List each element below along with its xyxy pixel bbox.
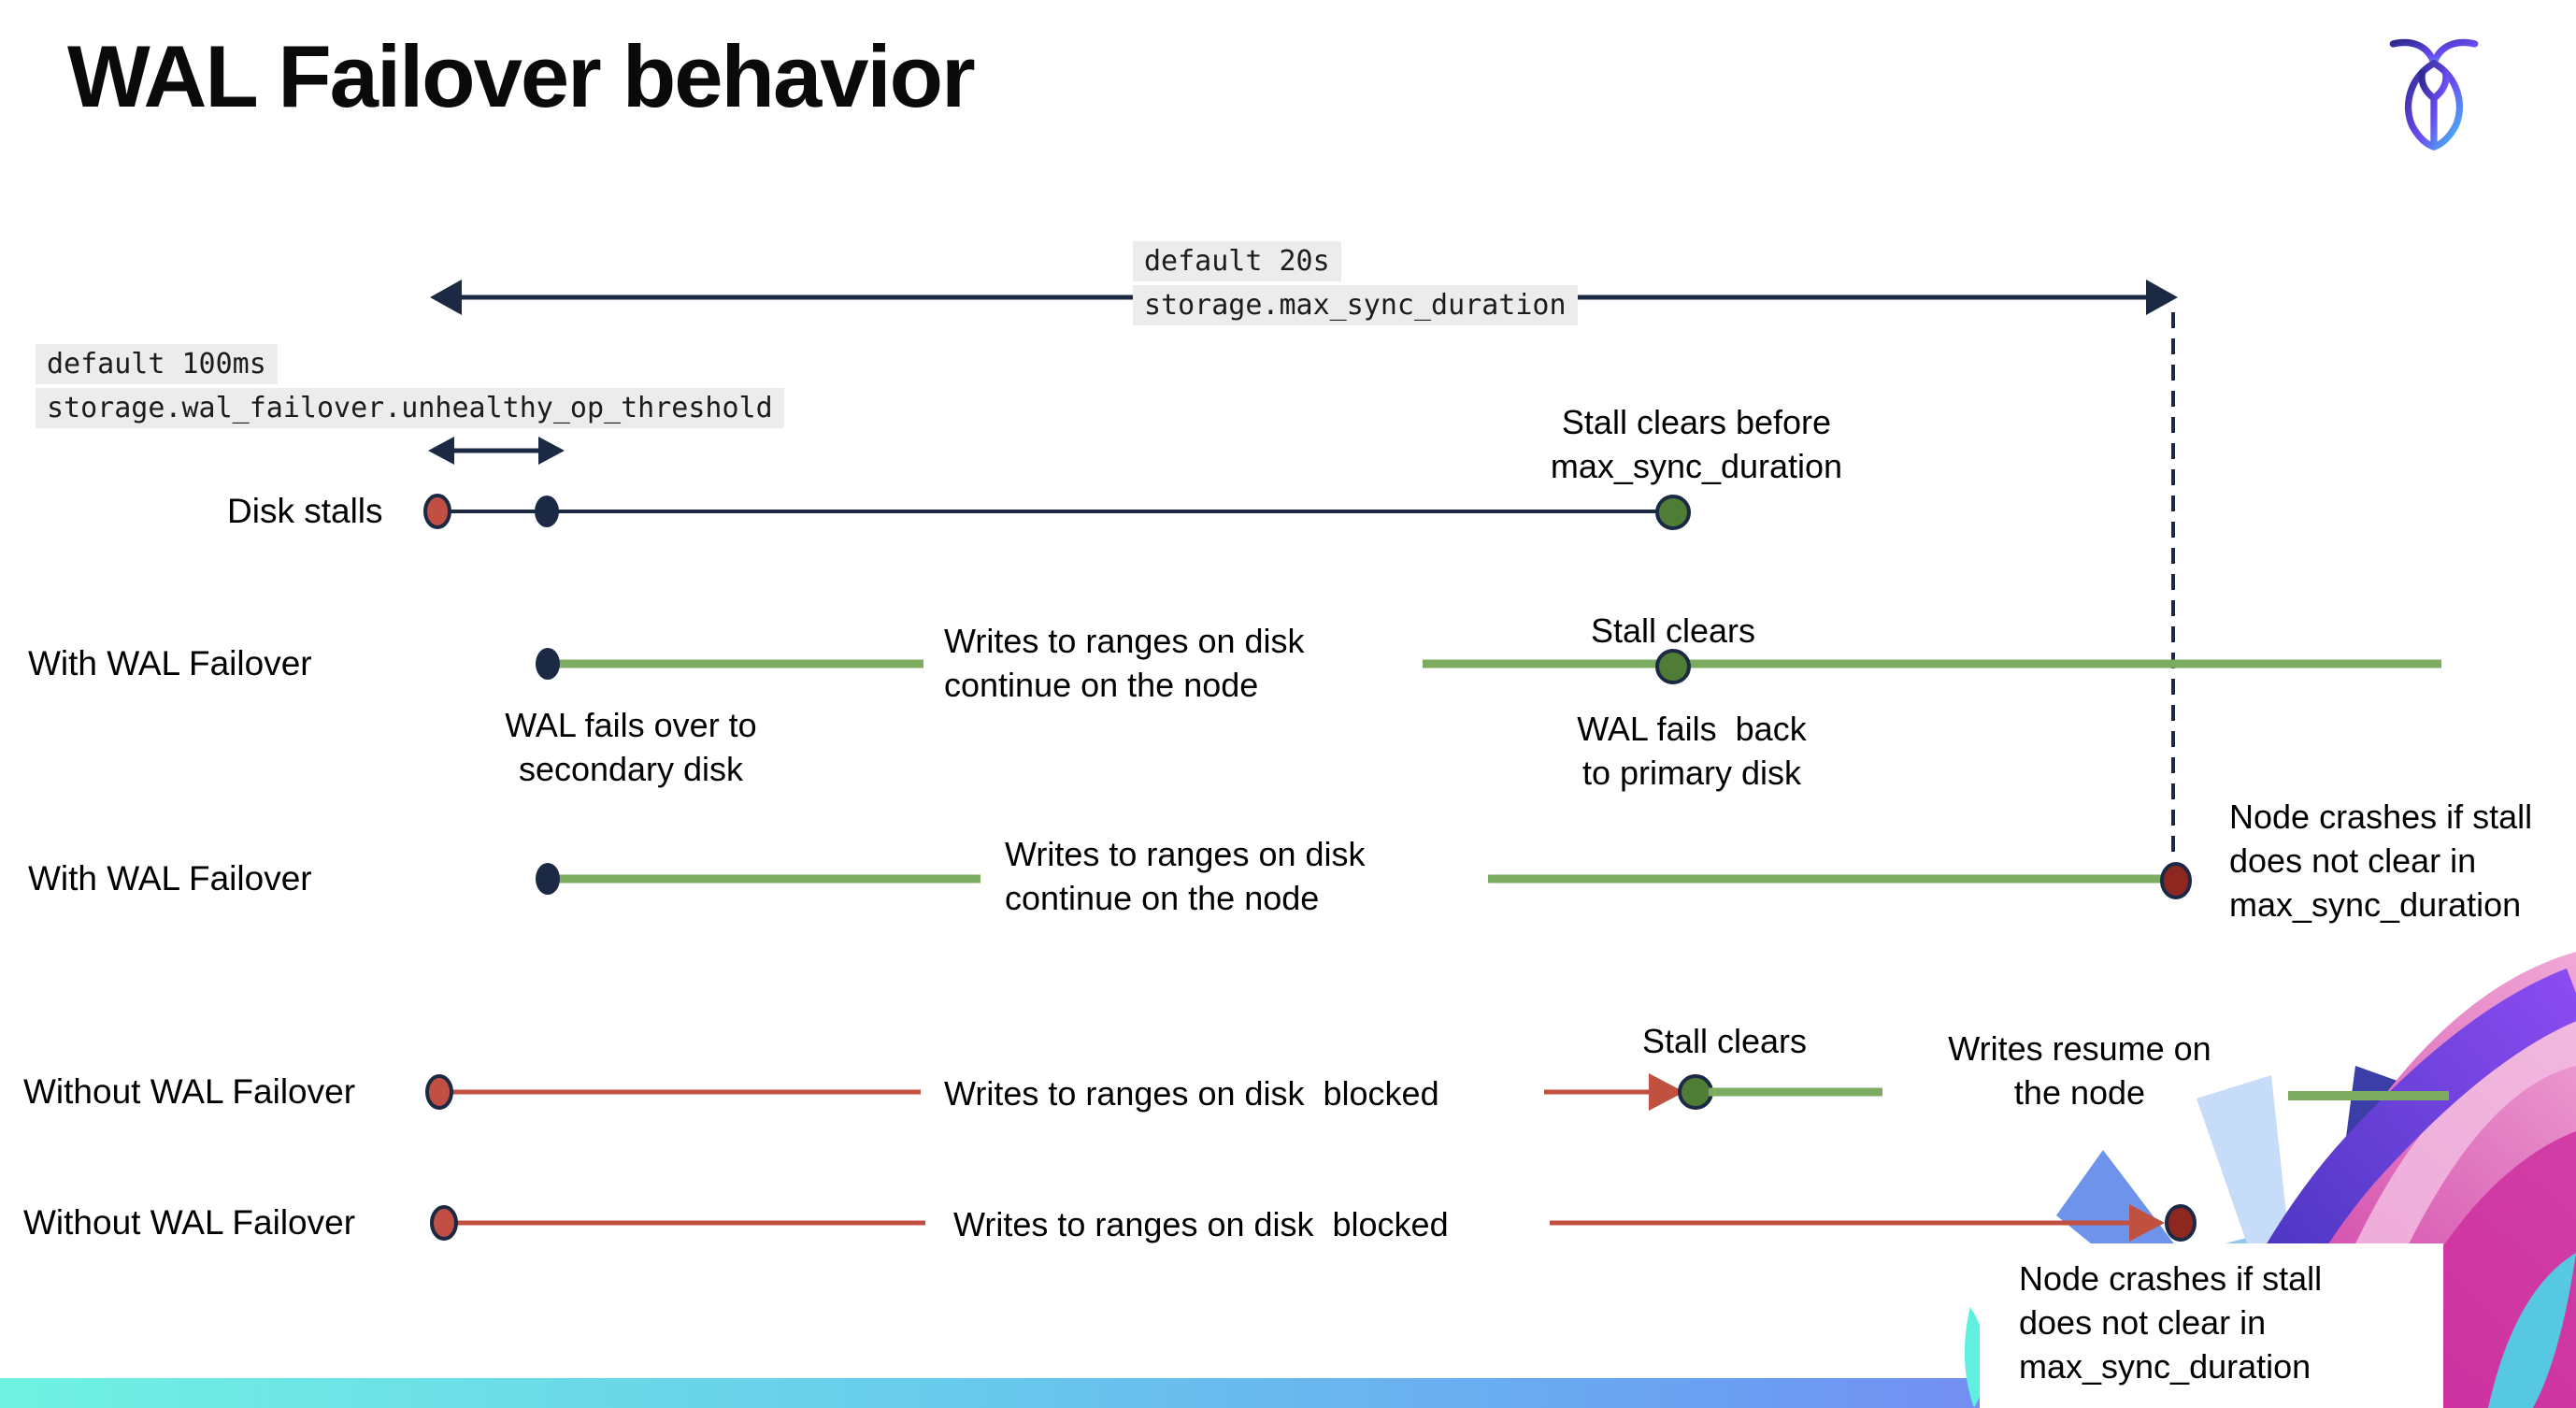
threshold-arrowhead-left <box>428 437 454 465</box>
cockroachdb-logo <box>2389 38 2479 151</box>
max-sync-setting-name: storage.max_sync_duration <box>1133 285 1578 325</box>
max-sync-setting-label: default 20s storage.max_sync_duration <box>1133 241 1578 325</box>
threshold-setting-name: storage.wal_failover.unhealthy_op_thresh… <box>36 388 784 428</box>
threshold-dot <box>535 496 559 527</box>
row-label-without-wal-failover-1: Without WAL Failover <box>23 1072 356 1111</box>
failover-dot-row3 <box>536 863 560 895</box>
note-fails-back: WAL fails back to primary disk <box>1577 710 1807 792</box>
row-label-without-wal-failover-2: Without WAL Failover <box>23 1203 356 1242</box>
row-label-disk-stalls: Disk stalls <box>227 492 383 530</box>
threshold-arrowhead-right <box>538 437 565 465</box>
stall-start-dot-row4 <box>425 1074 453 1110</box>
span-arrowhead-right <box>2146 280 2178 315</box>
span-arrowhead-left <box>430 280 462 315</box>
stall-start-dot-row5 <box>430 1205 458 1241</box>
stall-clears-dot-row2 <box>1655 649 1691 684</box>
note-stall-clears-row2: Stall clears <box>1590 611 1756 650</box>
stall-start-dot <box>423 494 451 529</box>
note-writes-resume: Writes resume on the node <box>1948 1029 2211 1112</box>
note-stall-clears-row4: Stall clears <box>1641 1022 1808 1060</box>
red-arrowhead-row4 <box>1649 1073 1684 1111</box>
crash-dot-row3 <box>2160 862 2192 899</box>
failover-dot-row2 <box>536 648 560 680</box>
stall-clears-dot-row1 <box>1655 495 1691 530</box>
stall-clears-dot-row4 <box>1678 1074 1713 1110</box>
note-writes-continue-row2: Writes to ranges on disk continue on the… <box>944 622 1305 704</box>
note-stall-clears-before: Stall clears before max_sync_duration <box>1550 403 1843 485</box>
page-title: WAL Failover behavior <box>67 27 976 125</box>
row-label-with-wal-failover-2: With WAL Failover <box>28 859 312 898</box>
note-node-crashes-row5: Node crashes if stall does not clear in … <box>2019 1259 2323 1386</box>
note-fails-over: WAL fails over to secondary disk <box>505 706 757 788</box>
threshold-default-value: default 100ms <box>36 344 278 384</box>
cyan-leaf <box>2488 1253 2576 1408</box>
red-arrowhead-row5 <box>2129 1204 2165 1242</box>
crash-dot-row5 <box>2165 1204 2197 1242</box>
note-writes-blocked-row5: Writes to ranges on disk blocked <box>953 1205 1449 1243</box>
row-label-with-wal-failover-1: With WAL Failover <box>28 644 312 682</box>
logo-stem <box>2418 69 2450 150</box>
note-writes-continue-row3: Writes to ranges on disk continue on the… <box>1005 835 1366 917</box>
note-node-crashes-row3: Node crashes if stall does not clear in … <box>2229 797 2533 924</box>
max-sync-default-value: default 20s <box>1133 241 1341 281</box>
note-writes-blocked-row4: Writes to ranges on disk blocked <box>944 1074 1439 1113</box>
threshold-setting-label: default 100ms storage.wal_failover.unhea… <box>36 344 784 428</box>
crash-note-box: Node crashes if stall does not clear in … <box>1980 1243 2443 1408</box>
